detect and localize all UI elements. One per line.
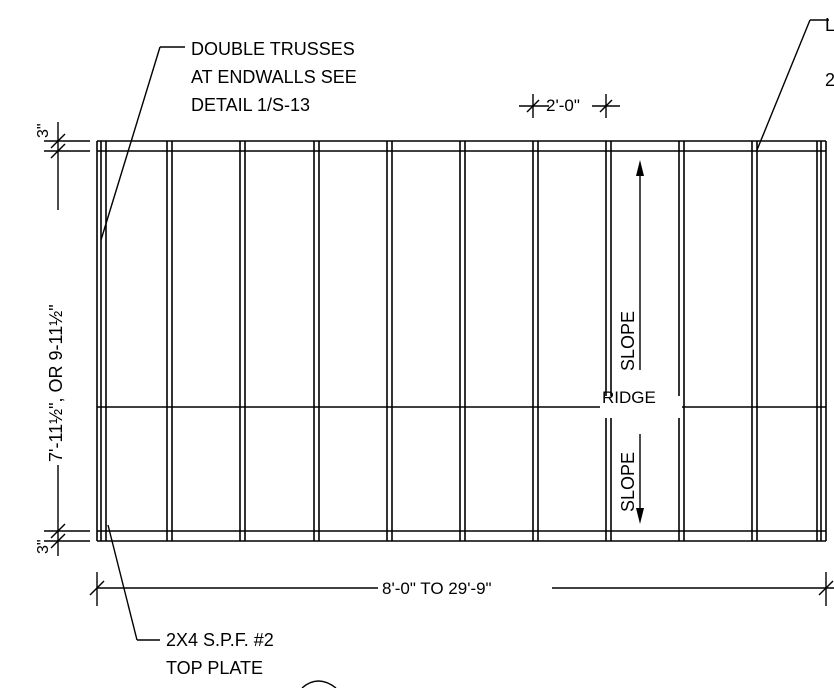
note-top-plate-line-2: TOP PLATE [166,658,263,678]
slope-arrow-bottom [636,434,644,524]
slope-label-bottom: SLOPE [618,452,638,512]
bottom-offset-dimension-text: 3" [35,539,52,554]
label-masks [600,287,682,512]
left-double-truss [96,141,107,541]
height-dimension-text: 7'-11½", OR 9-11½" [46,304,66,462]
spacing-dimension-text: 2'-0" [546,96,580,115]
leader-top-plate [107,524,160,641]
width-dimension [89,572,834,606]
width-dimension-text: 8'-0" TO 29'-9" [382,579,492,598]
note-right-cut-1: L [825,15,834,35]
leader-right-note [756,19,829,151]
right-double-truss [816,141,827,541]
note-double-trusses-line-2: AT ENDWALLS SEE [191,67,357,87]
framing-outline [97,140,826,542]
height-dimension [44,122,90,556]
note-right-cut-2: 2 [825,70,834,90]
note-double-trusses-line-3: DETAIL 1/S-13 [191,95,310,115]
slope-arrow-top [636,160,644,370]
note-double-trusses-line-1: DOUBLE TRUSSES [191,39,355,59]
top-offset-dimension-text: 3" [35,123,52,138]
slope-label-top: SLOPE [618,311,638,371]
interior-trusses [166,141,758,541]
spacing-dimension [519,94,620,118]
detail-bubble-partial [301,680,337,688]
note-top-plate-line-1: 2X4 S.P.F. #2 [166,630,274,650]
ridge-label: RIDGE [602,388,656,407]
leader-double-trusses [100,46,185,241]
